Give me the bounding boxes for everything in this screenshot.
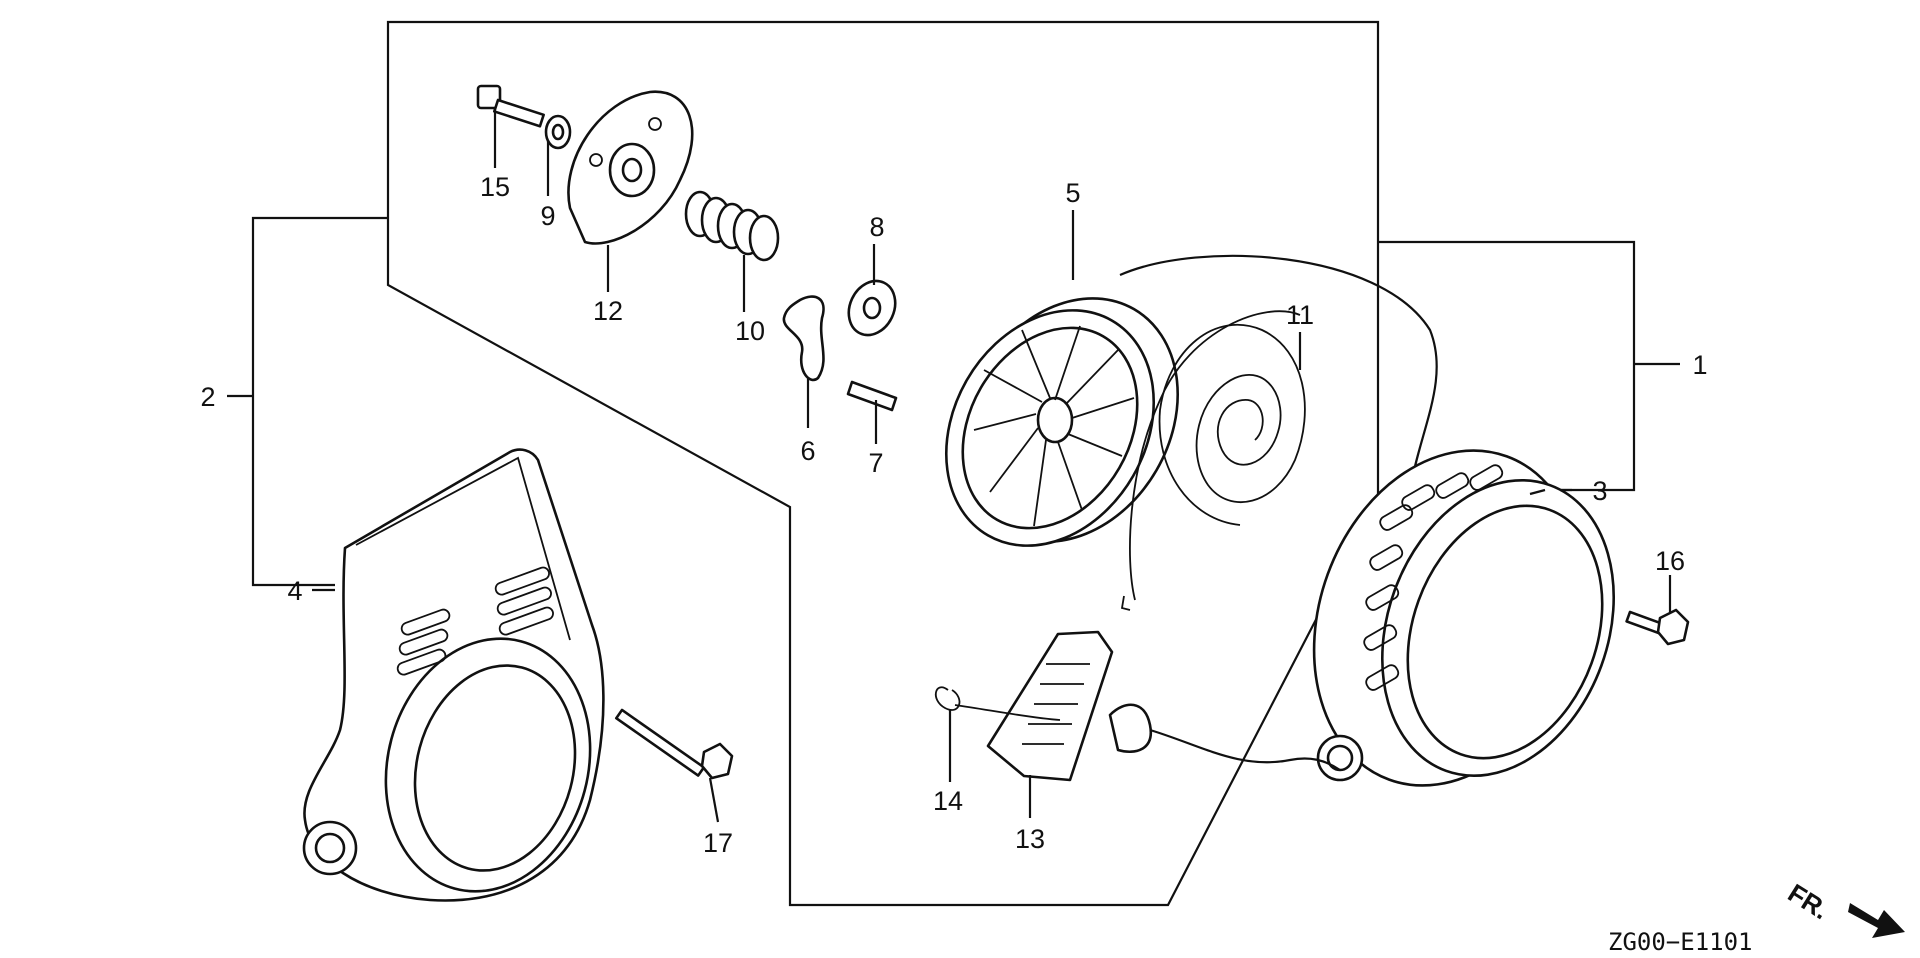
bolt-15	[476, 84, 545, 128]
drawing-code: ZG00−E1101	[1608, 928, 1753, 956]
spiral-spring-11	[1120, 310, 1306, 611]
callout-6: 6	[800, 436, 815, 466]
guide-plate-12	[567, 90, 694, 245]
bracket-1	[1378, 240, 1636, 492]
leader-lines	[312, 108, 1672, 823]
callout-17: 17	[703, 828, 733, 858]
grip-rope	[1149, 728, 1341, 771]
callout-16: 16	[1655, 546, 1685, 576]
assembly-boundary	[386, 20, 1380, 907]
callout-1: 1	[1692, 350, 1707, 380]
starter-rope	[1119, 254, 1438, 491]
spring-10	[684, 190, 780, 262]
knot-14	[935, 686, 1061, 721]
front-direction-label: FR.	[1783, 878, 1834, 926]
callout-4: 4	[287, 576, 302, 606]
callout-14: 14	[933, 786, 963, 816]
callout-15: 15	[480, 172, 510, 202]
callout-11: 11	[1286, 300, 1314, 330]
callout-7: 7	[868, 448, 883, 478]
arrow-right-icon	[1848, 903, 1905, 938]
front-direction-indicator: FR.	[1783, 878, 1905, 938]
callout-8: 8	[869, 212, 884, 242]
bolt-16	[1625, 608, 1690, 646]
reel-5	[944, 297, 1179, 547]
bracket-2	[251, 216, 388, 587]
callout-10: 10	[735, 316, 765, 346]
ratchet-6	[782, 295, 825, 382]
callout-9: 9	[540, 201, 555, 231]
callout-3: 3	[1592, 476, 1607, 506]
washer-9	[544, 114, 572, 150]
callout-2: 2	[200, 382, 215, 412]
washer-8	[847, 279, 897, 337]
callout-12: 12	[593, 296, 623, 326]
callout-5: 5	[1065, 178, 1080, 208]
fan-cover-4	[302, 448, 605, 902]
callout-13: 13	[1015, 824, 1045, 854]
pin-7	[846, 380, 898, 412]
bolt-17	[614, 708, 734, 780]
grip-13	[986, 630, 1153, 782]
starter-case-3	[1312, 449, 1616, 787]
